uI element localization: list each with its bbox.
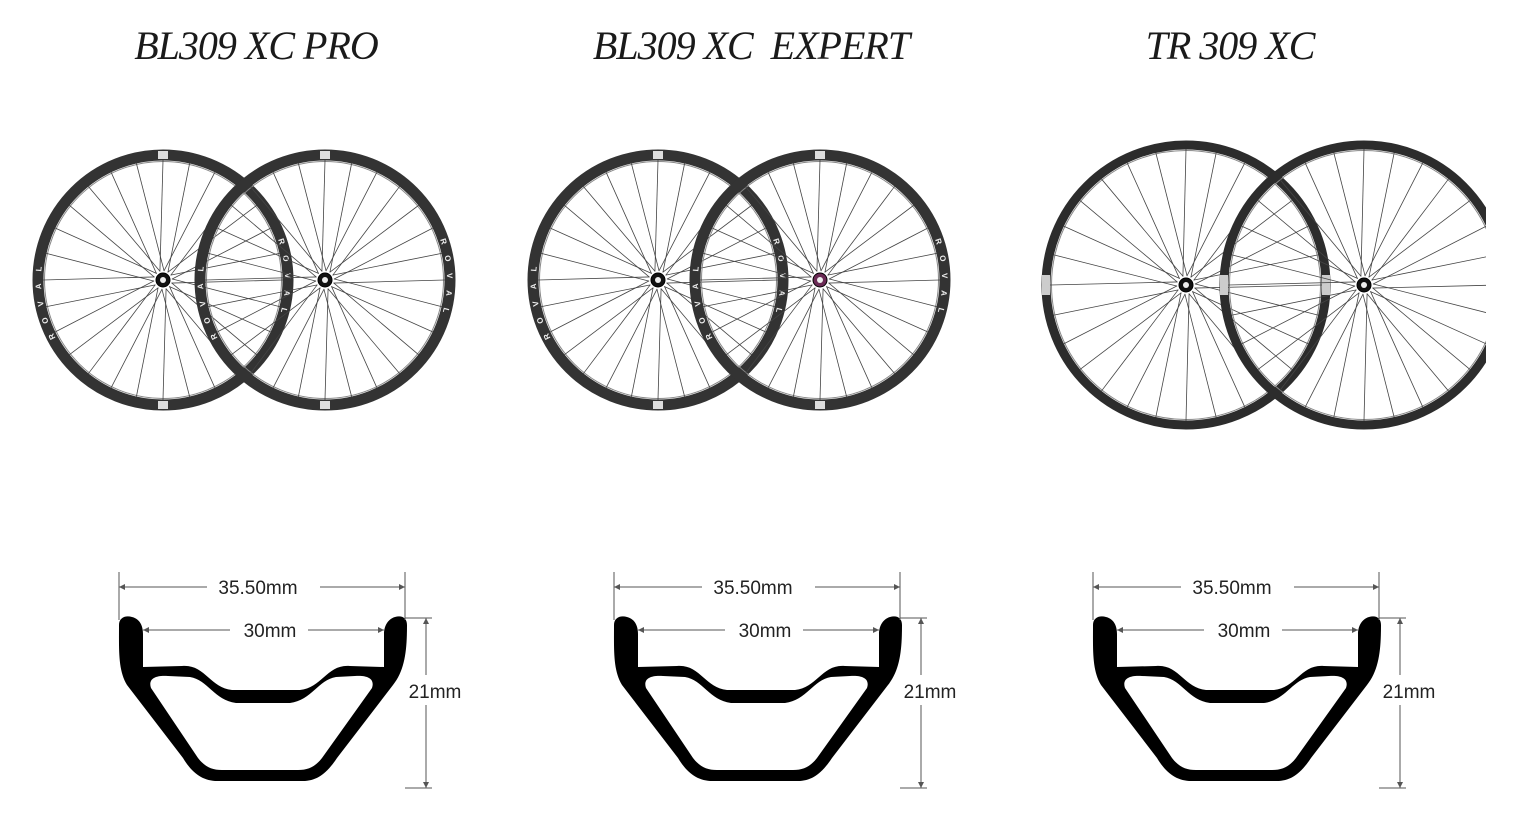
svg-text:V: V [36,300,46,308]
svg-text:L: L [196,266,205,272]
svg-text:V: V [198,300,208,308]
product-title: TR 309 XC [1145,23,1316,68]
product-title: BL309 XC EXPERT [592,23,910,68]
rear-wheel [1219,140,1486,430]
spokes [538,160,778,400]
front-wheel [1041,140,1331,430]
rim-profile-diagram: 35.50mm 30mm 21mm [1092,572,1436,789]
svg-text:L: L [774,307,784,314]
wheelset-image: ROVALROVALROVALROVAL [32,149,456,411]
svg-text:A: A [777,290,787,297]
svg-text:O: O [202,316,213,325]
svg-text:R: R [47,332,58,341]
svg-text:R: R [704,332,715,341]
outer-width-label: 35.50mm [713,578,792,599]
svg-text:A: A [196,283,205,289]
svg-text:L: L [279,307,289,314]
svg-text:R: R [542,332,553,341]
inner-width-label: 30mm [739,621,792,642]
rim-profile-diagram: 35.50mm 30mm 21mm [118,572,462,789]
svg-text:R: R [771,237,781,245]
svg-text:A: A [282,290,292,297]
svg-text:V: V [445,273,454,279]
product-bl309-xc-expert: BL309 XC EXPERT ROVALROVALROVALROVAL 35.… [495,0,1007,823]
svg-text:L: L [34,266,43,272]
spokes [43,160,283,400]
rim-cross-section [1092,616,1381,781]
svg-text:L: L [529,266,538,272]
height-label: 21mm [1383,682,1436,703]
rim-label [1220,275,1228,295]
svg-text:O: O [697,316,708,325]
rim-profile-diagram: 35.50mm 30mm 21mm [613,572,957,789]
spokes [1228,149,1486,421]
inner-width-label: 30mm [1218,621,1271,642]
svg-text:O: O [443,255,453,263]
height-label: 21mm [409,682,462,703]
svg-text:A: A [691,283,700,289]
rim-label [1042,275,1330,295]
svg-text:L: L [936,307,946,314]
outer-width-label: 35.50mm [218,578,297,599]
svg-text:V: V [531,300,541,308]
svg-text:V: V [693,300,703,308]
svg-text:O: O [535,316,546,325]
svg-text:R: R [438,237,448,245]
rim-cross-section [613,616,902,781]
svg-text:R: R [276,237,286,245]
inner-width-label: 30mm [244,621,297,642]
svg-text:A: A [529,283,538,289]
product-tr-309-xc: TR 309 XC 35.50mm 30mm 21mm [974,0,1486,823]
svg-text:O: O [40,316,51,325]
wheelset-image [1041,140,1486,430]
svg-text:A: A [34,283,43,289]
svg-text:L: L [691,266,700,272]
spokes [205,160,445,400]
svg-text:A: A [444,290,454,297]
product-title: BL309 XC PRO [134,23,379,68]
svg-text:R: R [209,332,220,341]
svg-text:V: V [940,273,949,279]
svg-text:R: R [933,237,943,245]
svg-text:V: V [778,273,787,279]
wheel-pair: ROVALROVALROVALROVAL [32,149,456,411]
height-label: 21mm [904,682,957,703]
rim-cross-section [118,616,407,781]
wheel-pair: ROVALROVALROVALROVAL [527,149,951,411]
spokes [700,160,940,400]
svg-text:L: L [441,307,451,314]
outer-width-label: 35.50mm [1192,578,1271,599]
wheel-pair [1041,140,1486,430]
svg-text:A: A [939,290,949,297]
wheelset-image: ROVALROVALROVALROVAL [527,149,951,411]
product-bl309-xc-pro: BL309 XC PRO ROVALROVALROVALROVAL 35.50m… [0,0,512,823]
svg-text:V: V [283,273,292,279]
svg-text:O: O [938,255,948,263]
